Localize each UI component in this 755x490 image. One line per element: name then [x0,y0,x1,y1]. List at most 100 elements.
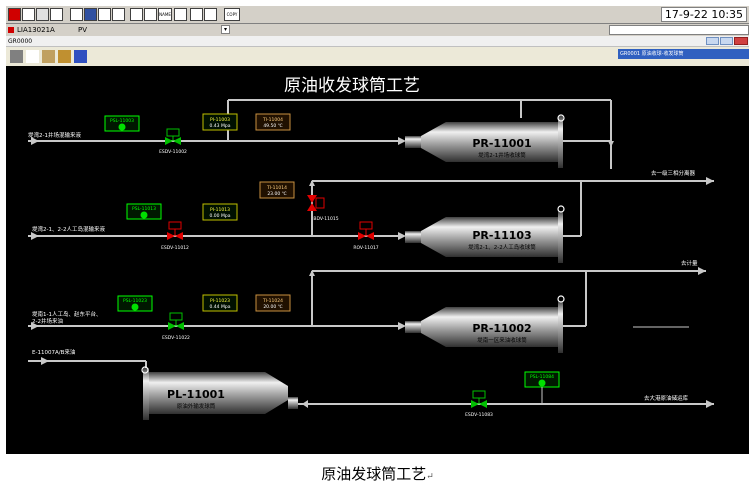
list-icon[interactable] [98,8,111,21]
esdv-11012-valve[interactable] [167,221,183,240]
ti-11024-display[interactable]: TI-11024 20.00 ℃ [255,294,291,312]
ti-value: 49.50 ℃ [263,123,282,129]
line2-inlet-label: 堤湾2-1、2-2人工岛混输来液 [32,225,105,233]
gear-icon[interactable] [22,8,35,21]
vessel-label: PL-11001 [167,388,225,401]
copy-button[interactable]: COPY [224,8,240,21]
ti-label: TI-11004 [262,117,283,123]
tag-field: PV [78,26,88,34]
ti-label: TI-11014 [266,185,287,191]
valve-label: ESDV-11002 [159,149,187,155]
rov-11017-valve[interactable] [358,221,374,240]
link-icon[interactable] [204,8,217,21]
caption-text: 原油发球筒工艺 [321,465,427,483]
display-toolbar: GR0001 原油收球-收发球筒 [6,47,749,66]
psl-11013-indicator[interactable]: PSL-11013 [126,203,162,220]
ti-11014-display[interactable]: TI-11014 23.00 ℃ [259,181,295,199]
maximize-button[interactable] [720,37,733,45]
pi-label: PI-11013 [210,207,230,213]
pi-value: 0.44 Mpa [210,304,231,310]
outlet-label: 去一级三相分离器 [651,169,696,177]
tag-search-input[interactable] [609,25,749,35]
pi-value: 0.43 Mpa [210,123,231,129]
ti-11004-display[interactable]: TI-11004 49.50 ℃ [255,113,291,131]
esdv-11002-valve[interactable] [165,128,181,145]
psl-11003-indicator[interactable]: PSL-11003 [104,115,140,132]
help-icon[interactable] [74,50,87,63]
window-titlebar: GR0000 [6,36,749,47]
print-icon[interactable] [10,50,23,63]
check-icon[interactable] [26,50,39,63]
window-title: GR0000 [8,38,33,45]
name-button[interactable]: NAME [158,8,172,21]
pi-11013-display[interactable]: PI-11013 0.00 Mpa [202,203,238,221]
flow-arrows [31,137,714,408]
minimize-button[interactable] [706,37,719,45]
figure-caption: 原油发球筒工艺↵ [0,463,755,484]
vessel-desc: 堤湾2-1、2-2人工岛收球筒 [468,243,536,251]
search-icon[interactable] [50,8,63,21]
psl-11023-indicator[interactable]: PSL-11023 [117,295,153,312]
receiver-pr-11001[interactable]: PR-11001 堤湾2-1井场收球筒 [405,114,565,168]
bdv-11015-valve[interactable] [307,189,325,212]
pi-value: 0.00 Mpa [210,213,231,219]
overview-icon[interactable] [36,8,49,21]
move-icon[interactable] [144,8,157,21]
close-button[interactable] [734,37,748,45]
ti-label: TI-11024 [262,298,283,304]
folder-icon[interactable] [58,50,71,63]
trend-icon[interactable] [112,8,125,21]
pi-label: PI-11023 [210,298,230,304]
vessel-desc: 堤湾2-1井场收球筒 [478,151,526,159]
esdv-11083-valve[interactable] [471,390,487,408]
clock-display: 17-9-22 10:35 [661,7,747,22]
psl-label: PSL-11013 [132,206,156,212]
line3-inlet-label-2: 2-2井场来油 [32,317,63,325]
alarm-icon[interactable] [8,8,21,21]
edit-icon[interactable] [42,50,55,63]
status-light-icon [131,303,139,311]
vessel-desc: 堤南一区来油收球筒 [477,336,527,344]
receiver-pr-11002[interactable]: PR-11002 堤南一区来油收球筒 [405,295,565,353]
ti-value: 20.00 ℃ [263,304,282,310]
line4-inlet-label: E-11007A/B来油 [32,348,76,356]
return-mark-icon: ↵ [426,472,434,482]
esdv-11022-valve[interactable] [168,312,184,330]
operator-icon[interactable] [70,8,83,21]
line3-inlet-label: 堤南1-1人工岛、赵东平台、 [32,310,101,318]
pi-11003-display[interactable]: PI-11003 0.43 Mpa [202,113,238,131]
valve-label: ROV-11017 [353,245,378,251]
psl-11084-indicator[interactable]: PSL-11084 [524,371,560,388]
valve-label: ESDV-11012 [161,245,189,251]
vessel-label: PR-11002 [472,322,531,335]
status-light-icon [140,211,148,219]
receiver-pr-11103[interactable]: PR-11103 堤湾2-1、2-2人工岛收球筒 [405,205,565,263]
tag-name: LIA13021A [17,26,55,34]
tag-alarm-icon [8,27,14,33]
pi-11023-display[interactable]: PI-11023 0.44 Mpa [202,294,238,312]
process-canvas: 原油收发球筒工艺 [6,66,749,454]
vessel-desc: 原油外输发球筒 [177,402,216,410]
ti-value: 23.00 ℃ [267,191,286,197]
valve-label: ESDV-11083 [465,412,493,418]
launcher-pl-11001[interactable]: PL-11001 原油外输发球筒 [141,366,298,420]
grid-icon[interactable] [130,8,143,21]
outlet-label: 去大港原油储运库 [644,394,689,402]
status-light-icon [538,379,546,387]
side-window-title: GR0001 原油收球-收发球筒 [618,49,749,59]
vessel-label: PR-11103 [472,229,531,242]
status-light-icon [118,123,126,131]
line1-inlet-label: 堤湾2-1井场混输来液 [28,131,81,139]
refresh-icon[interactable] [174,8,187,21]
vessel-label: PR-11001 [472,137,531,150]
valve-label: BDV-11015 [313,216,338,222]
panel-icon[interactable] [84,8,97,21]
psl-label: PSL-11084 [530,374,554,380]
pi-label: PI-11003 [210,117,230,123]
process-title: 原油收发球筒工艺 [284,76,420,96]
chevron-down-icon[interactable]: ▾ [221,25,230,34]
tag-bar: LIA13021A PV ▾ [6,24,749,36]
main-toolbar: NAME COPY 17-9-22 10:35 [6,6,749,24]
outlet-label: 去计量 [681,259,698,267]
target-icon[interactable] [190,8,203,21]
